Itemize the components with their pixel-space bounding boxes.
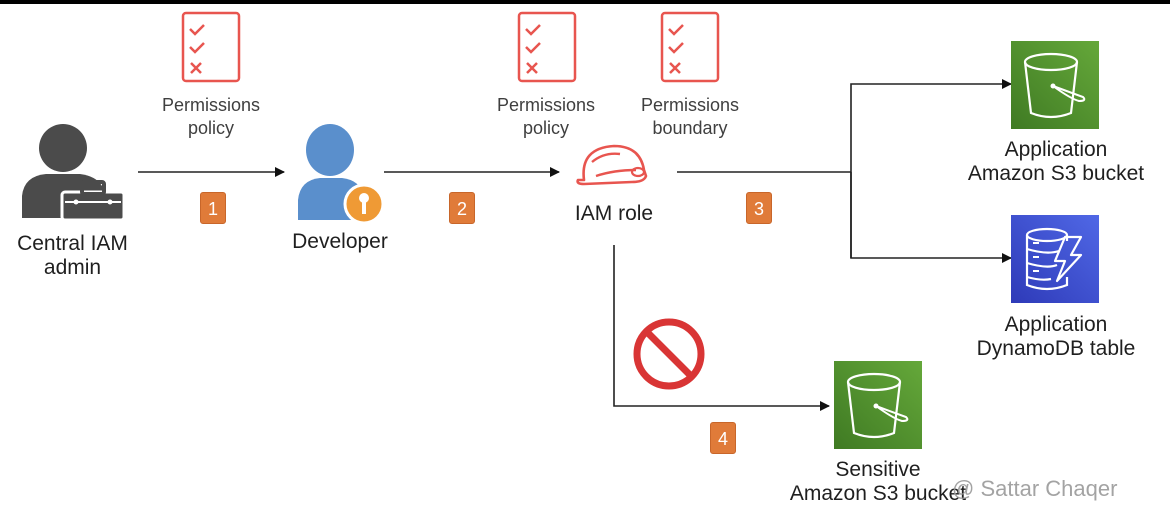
step-badge-4: 4 [710,422,736,454]
sensitive-s3-label-line1: Sensitive [835,458,921,481]
central-iam-admin-node [18,122,126,227]
developer-label: Developer [292,230,388,253]
permissions-policy-label-1: Permissions policy [131,94,291,140]
arrow-role-to-dynamodb [850,172,1012,263]
doc-label-line2: policy [522,118,570,138]
step-badge-1: 1 [200,192,226,224]
doc-label-line1: Permissions [640,95,740,115]
doc-label-line1: Permissions [496,95,596,115]
deny-access-indicator [631,316,707,397]
watermark: @ Sattar Chaqer [952,476,1118,501]
admin-user-toolbox-icon [22,124,126,222]
app-dynamodb-label: Application DynamoDB table [946,313,1166,361]
dynamodb-icon [1011,215,1099,303]
app-dynamodb-node [1011,215,1099,308]
app-s3-bucket-label: Application Amazon S3 bucket [946,138,1166,186]
app-s3-label-line2: Amazon S3 bucket [967,162,1145,185]
checklist-icon [181,11,241,83]
permissions-boundary-doc [660,11,720,88]
prohibited-icon [633,318,705,390]
sensitive-s3-label-line2: Amazon S3 bucket [789,482,967,505]
permissions-boundary-label: Permissions boundary [610,94,770,140]
iam-role-node [574,140,654,195]
permissions-policy-label-2: Permissions policy [466,94,626,140]
doc-label-line2: boundary [652,118,728,138]
s3-bucket-icon [1011,41,1099,129]
permissions-policy-doc-1 [181,11,241,88]
sensitive-s3-bucket-label: Sensitive Amazon S3 bucket [768,458,988,506]
step-badge-3: 3 [746,192,772,224]
dynamodb-label-line1: Application [1004,313,1108,336]
sensitive-s3-bucket-node [834,361,922,454]
arrow-role-to-sensitive-s3 [613,245,830,411]
admin-label-line2: admin [43,256,102,279]
step-badge-2: 2 [449,192,475,224]
app-s3-label-line1: Application [1004,138,1108,161]
s3-bucket-icon [834,361,922,449]
dynamodb-label-line2: DynamoDB table [976,337,1136,360]
permissions-policy-doc-2 [517,11,577,88]
checklist-icon [517,11,577,83]
developer-user-key-icon [298,124,385,225]
doc-label-line1: Permissions [161,95,261,115]
checklist-icon [660,11,720,83]
admin-label-line1: Central IAM [17,232,128,255]
top-border [0,0,1170,4]
app-s3-bucket-node [1011,41,1099,134]
hard-hat-icon [576,144,648,186]
developer-node [296,124,386,229]
iam-role-label: IAM role [574,202,654,225]
central-iam-admin-label: Central IAM admin [0,232,145,280]
doc-label-line2: policy [187,118,235,138]
